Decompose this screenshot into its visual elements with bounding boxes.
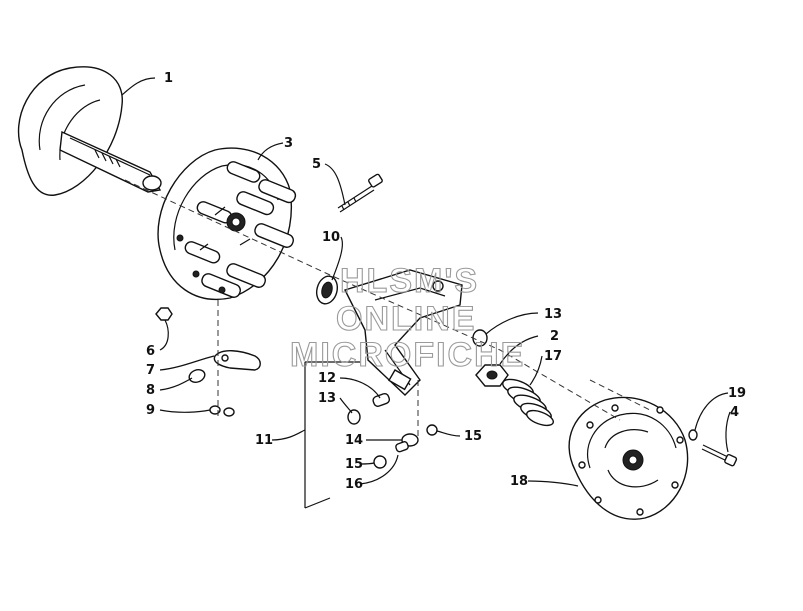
watermark: HLSM'S ONLINE MICROFICHE xyxy=(289,261,525,374)
fixed-sheave-part-1 xyxy=(17,66,162,196)
callout-19: 19 xyxy=(728,386,746,401)
nut-part-6 xyxy=(155,307,173,321)
movable-sheave-part-3 xyxy=(157,147,297,300)
cover-part-18 xyxy=(568,396,689,520)
cam-arm-part-11 xyxy=(344,269,463,396)
callout-6: 6 xyxy=(146,344,155,359)
washer-part-15-left xyxy=(373,455,387,469)
cap-screw-part-5 xyxy=(337,173,383,213)
callout-labels: 1 3 5 10 6 7 8 9 13 2 17 12 13 11 14 15 … xyxy=(146,71,746,492)
callout-14: 14 xyxy=(345,433,363,448)
callout-5: 5 xyxy=(312,157,321,172)
callout-15-right: 15 xyxy=(464,429,482,444)
bracket-group-11 xyxy=(304,361,360,509)
callout-12: 12 xyxy=(318,371,336,386)
bushing-part-16 xyxy=(395,441,409,453)
bushing-part-13-lower xyxy=(347,409,361,425)
callout-1: 1 xyxy=(164,71,173,86)
bolt-part-4 xyxy=(701,444,738,467)
assembly-centerline xyxy=(124,179,621,421)
weight-part-7 xyxy=(213,350,261,371)
callout-13-upper: 13 xyxy=(544,307,562,322)
spring-part-17 xyxy=(502,378,555,427)
callout-3: 3 xyxy=(284,136,293,151)
nut-part-2 xyxy=(475,364,509,387)
callout-15-left: 15 xyxy=(345,457,363,472)
watermark-line-3: MICROFICHE xyxy=(290,336,525,374)
washer-part-15-right xyxy=(426,424,438,436)
callout-13-lower: 13 xyxy=(318,391,336,406)
callout-18: 18 xyxy=(510,474,528,489)
centerline-right xyxy=(589,379,651,411)
watermark-line-1: HLSM'S xyxy=(340,262,479,300)
washer-part-10 xyxy=(315,275,339,305)
callout-10: 10 xyxy=(322,230,340,245)
washer-part-19 xyxy=(688,429,698,441)
bushing-part-8 xyxy=(188,369,206,383)
callout-17: 17 xyxy=(544,349,562,364)
callout-7: 7 xyxy=(146,363,155,378)
callout-8: 8 xyxy=(146,383,155,398)
washers-part-9 xyxy=(209,405,235,417)
callout-16: 16 xyxy=(345,477,363,492)
leader-lines xyxy=(121,77,731,487)
callout-9: 9 xyxy=(146,403,155,418)
watermark-line-2: ONLINE xyxy=(336,300,476,338)
pin-part-12 xyxy=(372,392,391,407)
callout-11: 11 xyxy=(255,433,273,448)
callout-4: 4 xyxy=(730,405,739,420)
callout-2: 2 xyxy=(550,329,559,344)
